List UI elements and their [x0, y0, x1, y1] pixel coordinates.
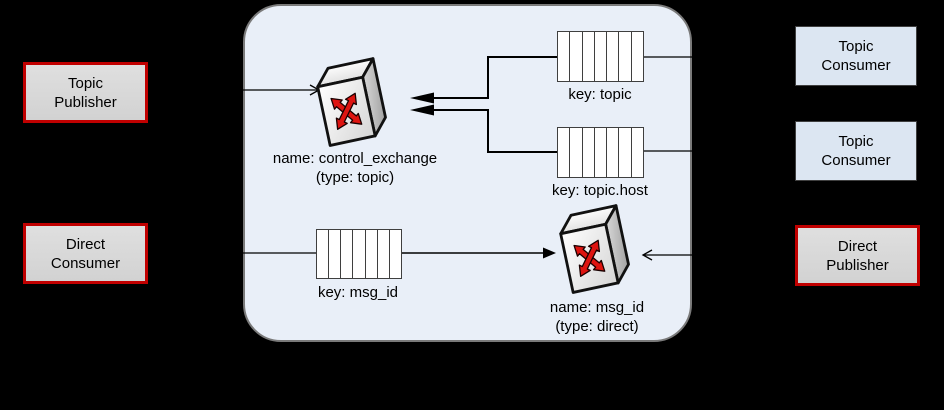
- exchange-label-direct: name: msg_id (type: direct): [497, 298, 697, 336]
- queue-cell: [329, 230, 342, 278]
- node-topic-consumer-1: Topic Consumer: [795, 26, 917, 86]
- node-label: Publisher: [54, 93, 117, 111]
- queue-key-label-topic: key: topic: [568, 86, 632, 103]
- queue-cell: [570, 128, 583, 177]
- queue-cell: [583, 32, 595, 81]
- node-label: Direct: [837, 237, 878, 255]
- queue-icon-msg-id: [316, 229, 402, 279]
- queue-cell: [632, 32, 643, 81]
- queue-cell: [558, 128, 571, 177]
- queue-cell: [341, 230, 354, 278]
- queue-key-label-topic-host: key: topic.host: [552, 182, 648, 199]
- queue-cell: [595, 32, 608, 81]
- exchange-label-control: name: control_exchange (type: topic): [255, 149, 455, 187]
- node-label: Consumer: [821, 57, 891, 74]
- queue-cell: [619, 128, 632, 177]
- node-label: Consumer: [50, 254, 121, 272]
- node-label: Topic: [67, 74, 104, 92]
- exchange-type: (type: direct): [555, 318, 639, 335]
- node-direct-consumer: Direct Consumer: [23, 223, 148, 284]
- queue-cell: [607, 32, 620, 81]
- exchange-name: name: msg_id: [549, 299, 645, 316]
- queue-cell: [607, 128, 620, 177]
- node-topic-consumer-2: Topic Consumer: [795, 121, 917, 181]
- queue-cell: [366, 230, 378, 278]
- exchange-name: name: control_exchange: [272, 150, 438, 167]
- exchange-type: (type: topic): [315, 169, 395, 186]
- node-label: Topic: [838, 38, 874, 55]
- queue-cell: [558, 32, 571, 81]
- queue-cell: [619, 32, 632, 81]
- queue-icon-topic-host: [557, 127, 644, 178]
- node-direct-publisher: Direct Publisher: [795, 225, 920, 286]
- node-label: Consumer: [821, 152, 891, 169]
- queue-cell: [317, 230, 330, 278]
- node-label: Topic: [838, 133, 874, 150]
- queue-cell: [595, 128, 608, 177]
- queue-cell: [570, 32, 583, 81]
- queue-cell: [632, 128, 643, 177]
- exchange-icon-control-exchange: [310, 54, 395, 150]
- queue-cell: [353, 230, 366, 278]
- queue-cell: [390, 230, 401, 278]
- queue-cell: [583, 128, 595, 177]
- queue-key-label-msg-id: key: msg_id: [317, 284, 399, 301]
- node-topic-publisher: Topic Publisher: [23, 62, 148, 123]
- exchange-icon-direct: [553, 201, 638, 297]
- node-label: Publisher: [826, 256, 889, 274]
- queue-icon-topic: [557, 31, 644, 82]
- node-label: Direct: [65, 235, 106, 253]
- queue-cell: [378, 230, 390, 278]
